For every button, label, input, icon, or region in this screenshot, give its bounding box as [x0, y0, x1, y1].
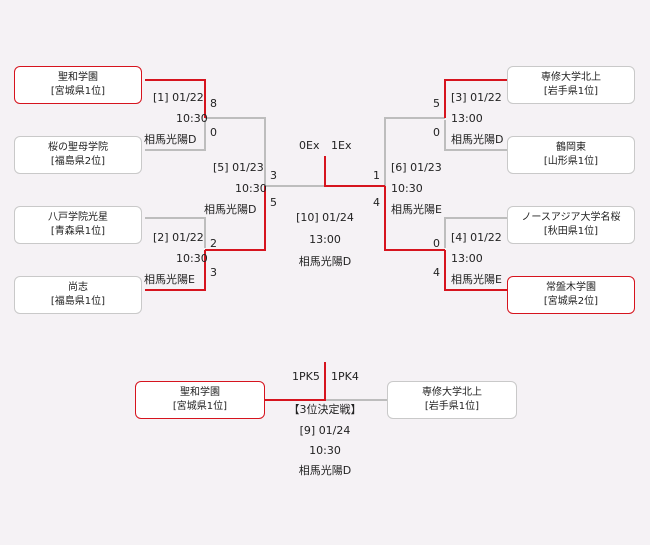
m10-time: 13:00: [309, 233, 341, 246]
third-place-team-left[interactable]: 聖和学園 [宮城県1位]: [135, 381, 265, 419]
m3-number-date: [3] 01/22: [451, 91, 502, 104]
m5-score-top: 3: [270, 169, 277, 182]
m9-number-date: [9] 01/24: [299, 424, 351, 437]
m3-time: 13:00: [451, 112, 483, 125]
team-pref: [宮城県1位]: [172, 401, 228, 412]
team-card-tsuruoka-higashi[interactable]: 鶴岡東 [山形県1位]: [507, 136, 635, 174]
m9-score-right: 1PK4: [331, 370, 359, 383]
team-card-senshu-kitakami[interactable]: 専修大学北上 [岩手県1位]: [507, 66, 635, 104]
m6-number-date: [6] 01/23: [391, 161, 442, 174]
m9-score-left: 1PK5: [292, 370, 320, 383]
team-pref: [福島県1位]: [50, 296, 106, 307]
line-m4-win: [384, 186, 445, 251]
line-t8-win: [444, 250, 507, 291]
team-pref: [秋田県1位]: [543, 226, 599, 237]
m2-score-top: 2: [210, 237, 217, 250]
m3-venue: 相馬光陽D: [451, 133, 504, 146]
team-name: 聖和学園: [58, 72, 98, 83]
third-place-team-right[interactable]: 専修大学北上 [岩手県1位]: [387, 381, 517, 419]
m1-time: 10:30: [176, 112, 208, 125]
team-card-shoshi[interactable]: 尚志 [福島県1位]: [14, 276, 142, 314]
m6-venue: 相馬光陽E: [391, 203, 442, 216]
line-t1-win: [145, 79, 206, 118]
line-t7: [444, 217, 507, 248]
team-card-sakura-seibo[interactable]: 桜の聖母学院 [福島県2位]: [14, 136, 142, 174]
m9-time: 10:30: [309, 444, 341, 457]
team-card-hachinohe[interactable]: 八戸学院光星 [青森県1位]: [14, 206, 142, 244]
line-t6: [444, 120, 507, 151]
m10-score-left: 0Ex: [299, 139, 320, 152]
m2-number-date: [2] 01/22: [153, 231, 204, 244]
m2-score-bottom: 3: [210, 266, 217, 279]
m4-score-bottom: 4: [433, 266, 440, 279]
line-m2-win: [205, 186, 266, 251]
team-pref: [福島県2位]: [50, 156, 106, 167]
team-name: 聖和学園: [180, 387, 220, 398]
m2-time: 10:30: [176, 252, 208, 265]
team-name: 桜の聖母学院: [48, 142, 108, 153]
m3-score-bottom: 0: [433, 126, 440, 139]
team-pref: [宮城県2位]: [543, 296, 599, 307]
team-name: 八戸学院光星: [48, 212, 108, 223]
m6-score-bottom: 4: [373, 196, 380, 209]
line-t2: [145, 120, 206, 151]
m5-number-date: [5] 01/23: [213, 161, 264, 174]
team-name: ノースアジア大学名桜: [521, 212, 621, 223]
line-m5-upper: [205, 117, 266, 186]
m4-venue: 相馬光陽E: [451, 273, 502, 286]
m10-number-date: [10] 01/24: [296, 211, 354, 224]
team-name: 尚志: [68, 282, 88, 293]
m1-number-date: [1] 01/22: [153, 91, 204, 104]
team-pref: [宮城県1位]: [50, 86, 106, 97]
line-m9-left: [265, 362, 326, 401]
m6-time: 10:30: [391, 182, 423, 195]
m1-score-top: 8: [210, 97, 217, 110]
line-t3: [145, 217, 206, 248]
m5-venue: 相馬光陽D: [204, 203, 257, 216]
team-card-tokiwagi[interactable]: 常盤木学園 [宮城県2位]: [507, 276, 635, 314]
m4-score-top: 0: [433, 237, 440, 250]
line-m6-center: [324, 156, 385, 187]
team-name: 鶴岡東: [556, 142, 586, 153]
team-pref: [青森県1位]: [50, 226, 106, 237]
m6-score-top: 1: [373, 169, 380, 182]
m10-score-right: 1Ex: [331, 139, 352, 152]
m9-title: 【3位決定戦】: [288, 403, 362, 416]
m5-time: 10:30: [235, 182, 267, 195]
m1-score-bottom: 0: [210, 126, 217, 139]
m2-venue: 相馬光陽E: [144, 273, 195, 286]
line-m6-upper: [384, 117, 445, 186]
team-pref: [岩手県1位]: [424, 401, 480, 412]
m4-number-date: [4] 01/22: [451, 231, 502, 244]
m10-venue: 相馬光陽D: [298, 255, 352, 268]
m3-score-top: 5: [433, 97, 440, 110]
team-card-north-asia[interactable]: ノースアジア大学名桜 [秋田県1位]: [507, 206, 635, 244]
m1-venue: 相馬光陽D: [144, 133, 197, 146]
m9-venue: 相馬光陽D: [298, 464, 352, 477]
team-name: 専修大学北上: [541, 72, 601, 83]
team-pref: [山形県1位]: [543, 156, 599, 167]
team-name: 常盤木学園: [546, 282, 596, 293]
m5-score-bottom: 5: [270, 196, 277, 209]
line-t4-win: [145, 250, 206, 291]
team-name: 専修大学北上: [422, 387, 482, 398]
team-pref: [岩手県1位]: [543, 86, 599, 97]
line-t5-win: [444, 79, 507, 118]
team-card-seiwa[interactable]: 聖和学園 [宮城県1位]: [14, 66, 142, 104]
m4-time: 13:00: [451, 252, 483, 265]
